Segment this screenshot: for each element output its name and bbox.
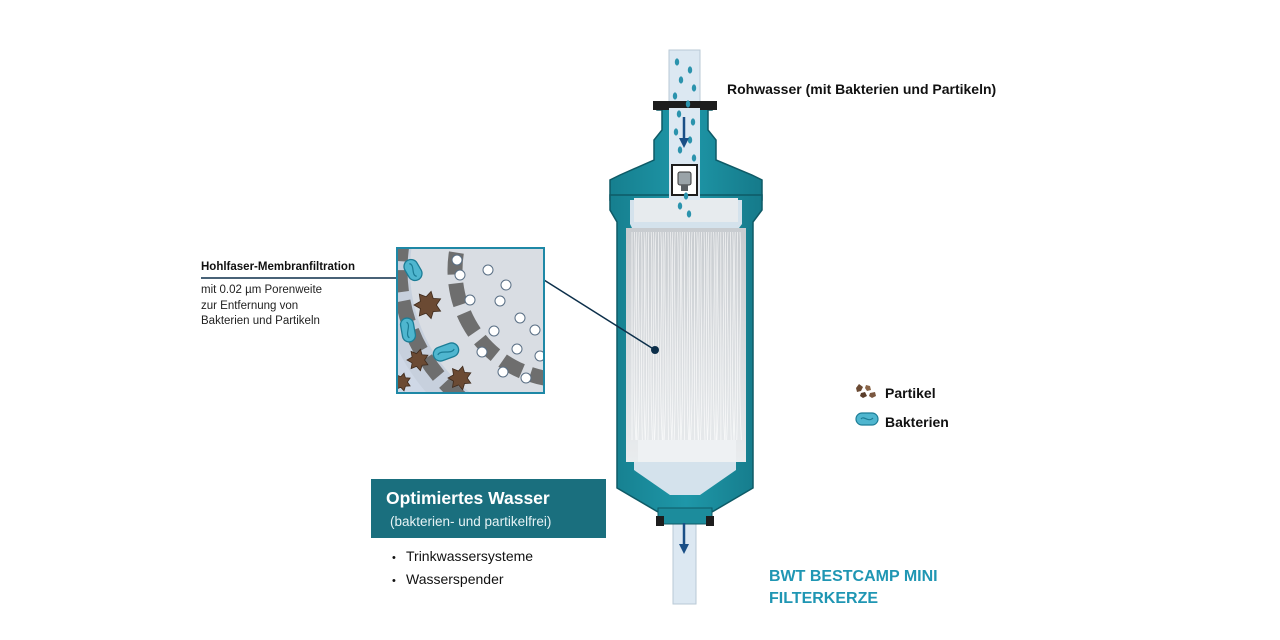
membrane-description-line: Bakterien und Partikeln — [201, 315, 320, 327]
legend-bacteria-label: Bakterien — [885, 414, 949, 430]
pore — [529, 324, 541, 336]
product-name-line: FILTERKERZE — [769, 590, 879, 607]
pore — [494, 295, 506, 307]
pore — [511, 343, 523, 355]
water-drop — [687, 136, 693, 144]
water-drop — [678, 76, 684, 84]
water-drop — [691, 154, 697, 162]
water-drop — [685, 100, 691, 108]
membrane-description: mit 0.02 µm Porenweite zur Entfernung vo… — [201, 283, 381, 330]
bacterium — [403, 258, 423, 282]
water-drop — [677, 146, 683, 154]
output-title: Optimiertes Wasser — [386, 488, 550, 508]
inlet-droplets — [672, 58, 697, 218]
membrane-description-line: mit 0.02 µm Porenweite — [201, 284, 323, 296]
legend-particles-label: Partikel — [885, 385, 936, 401]
flow-arrow-icon — [679, 117, 689, 148]
water-drop — [676, 110, 682, 118]
water-drop — [673, 128, 679, 136]
particle — [447, 365, 472, 391]
bacterium — [432, 342, 460, 362]
pore — [451, 254, 463, 266]
output-subtitle: (bakterien- und partikelfrei) — [390, 514, 552, 529]
list-item: Wasserspender — [392, 570, 533, 593]
pore — [464, 294, 476, 306]
pore — [488, 325, 500, 337]
water-drop — [672, 92, 678, 100]
particle — [406, 348, 429, 372]
pore — [482, 264, 494, 276]
product-name-line: BWT BESTCAMP MINI — [769, 568, 938, 585]
pore — [534, 350, 544, 362]
water-drop — [674, 58, 680, 66]
pore — [454, 269, 466, 281]
product-name: BWT BESTCAMP MINI FILTERKERZE — [769, 566, 938, 610]
water-drop — [677, 202, 683, 210]
list-item: Trinkwassersysteme — [392, 547, 533, 570]
water-drop — [683, 192, 689, 200]
membrane-title: Hohlfaser-Membranfiltration — [201, 261, 355, 273]
pore — [500, 279, 512, 291]
membrane-bundle — [626, 228, 746, 462]
pore — [476, 346, 488, 358]
output-water-box: Optimiertes Wasser (bakterien- und parti… — [371, 479, 606, 538]
particle — [397, 372, 411, 392]
pore — [514, 312, 526, 324]
bacteria-icon — [855, 412, 879, 426]
water-drop — [691, 84, 697, 92]
callout-leader-line — [543, 279, 656, 351]
membrane-cutaway — [396, 247, 545, 394]
use-list: Trinkwassersysteme Wasserspender — [392, 547, 533, 593]
bacterium — [399, 317, 417, 343]
water-drop — [690, 118, 696, 126]
water-drop — [687, 66, 693, 74]
water-drop — [686, 210, 692, 218]
inlet-label: Rohwasser (mit Bakterien und Partikeln) — [727, 81, 997, 97]
particle — [413, 290, 442, 320]
particle-icon — [856, 384, 876, 398]
flow-arrow-icon — [679, 523, 689, 554]
pore — [497, 366, 509, 378]
membrane-description-line: zur Entfernung von — [201, 299, 299, 312]
pore — [520, 372, 532, 384]
